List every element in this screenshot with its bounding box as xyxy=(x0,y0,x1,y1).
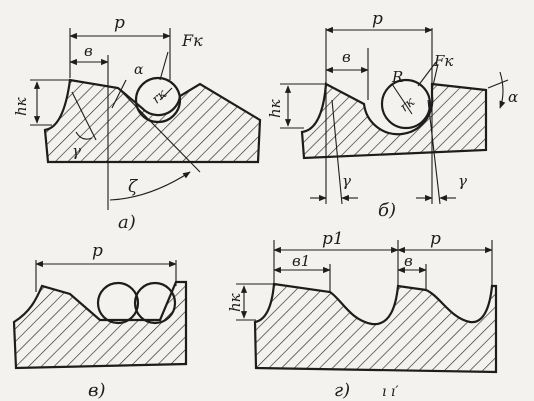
panel-b-width-label: в xyxy=(342,48,351,66)
panel-g-body xyxy=(253,282,498,374)
panel-v-caption: в) xyxy=(88,380,106,401)
panel-a-zeta-arc xyxy=(109,171,191,201)
panel-b-alpha-label: α xyxy=(508,88,518,106)
panel-a-height-label: hк xyxy=(12,97,30,116)
panel-v-roller-1 xyxy=(96,281,140,325)
panel-b: p в hк Fк rк R α γ γ б) xyxy=(266,9,518,221)
panel-g-height-label: hк xyxy=(226,293,244,312)
panel-a-zeta-label: ζ xyxy=(128,177,139,197)
panel-a-caption: а) xyxy=(118,212,136,233)
panel-a-gamma-label: γ xyxy=(72,142,81,160)
panel-b-height-label: hк xyxy=(266,99,284,118)
panel-b-force-label: Fк xyxy=(433,52,453,70)
panel-a-alpha-label: α xyxy=(134,62,144,78)
panel-a-roller xyxy=(134,76,182,124)
panel-v-pitch-label: p xyxy=(92,241,103,261)
panel-g-pitch1-label: p1 xyxy=(322,229,344,249)
panel-a-force-label: Fк xyxy=(181,31,203,50)
panel-g-width-label: в xyxy=(404,252,413,270)
panel-b-radius-label: rк xyxy=(397,95,418,116)
panel-a-width-label: в xyxy=(84,42,93,60)
panel-b-caption: б) xyxy=(378,200,396,221)
panel-b-big-radius-label: R xyxy=(391,68,403,86)
panel-g: p1 p в1 в hк г) ı ı′ xyxy=(226,229,498,401)
panel-a-pitch-label: p xyxy=(114,13,125,33)
panel-g-caption: г) xyxy=(334,380,350,401)
panel-b-pitch-label: p xyxy=(372,9,383,29)
panel-v-roller-2 xyxy=(133,281,177,325)
panel-g-stray-marks: ı ı′ xyxy=(382,384,399,400)
panel-a: p в hк Fк rк α γ ζ а) xyxy=(12,13,262,233)
panel-b-gamma-left-label: γ xyxy=(342,172,351,190)
panel-g-width1-label: в1 xyxy=(292,252,310,270)
panel-g-pitch-label: p xyxy=(430,229,441,249)
panel-b-roller xyxy=(380,78,432,130)
panel-b-gamma-right-label: γ xyxy=(458,172,467,190)
panel-v: p в) xyxy=(12,241,188,401)
panel-a-radius-label: rк xyxy=(149,87,170,108)
panel-b-body xyxy=(300,82,488,160)
